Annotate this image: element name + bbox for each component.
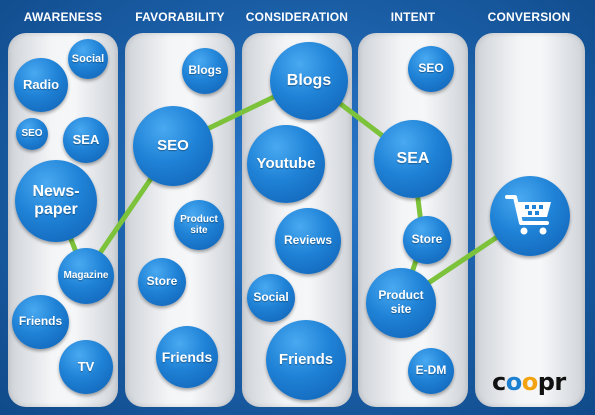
- bubble-store: Store: [403, 216, 451, 264]
- shopping-cart-icon: [505, 195, 551, 235]
- bubble-edm: E-DM: [408, 348, 454, 394]
- bubble-tv: TV: [59, 340, 113, 394]
- bubble-newspaper: News- paper: [15, 160, 97, 242]
- bubble-blogs: Blogs: [182, 48, 228, 94]
- bubble-sea: SEA: [374, 120, 452, 198]
- stage-header-consideration: CONSIDERATION: [245, 10, 349, 24]
- stage-header-intent: INTENT: [390, 10, 436, 24]
- bubble-youtube: Youtube: [247, 125, 325, 203]
- stage-header-favorability: FAVORABILITY: [135, 10, 225, 24]
- coopr-logo: coopr: [492, 368, 566, 396]
- bubble-magazine: Magazine: [58, 248, 114, 304]
- bubble-reviews: Reviews: [275, 208, 341, 274]
- bubble-social: Social: [247, 274, 295, 322]
- bubble-product-site: Product site: [174, 200, 224, 250]
- stage-header-conversion: CONVERSION: [487, 10, 571, 24]
- stage-header-awareness: AWARENESS: [23, 10, 103, 24]
- bubble-friends: Friends: [266, 320, 346, 400]
- bubble-store: Store: [138, 258, 186, 306]
- bubble-seo: SEO: [133, 106, 213, 186]
- bubble-social: Social: [68, 39, 108, 79]
- bubble-seo: SEO: [408, 46, 454, 92]
- bubble-cart: [490, 176, 570, 256]
- bubble-product-site: Product site: [366, 268, 436, 338]
- bubble-seo: SEO: [16, 118, 48, 150]
- bubble-friends: Friends: [156, 326, 218, 388]
- bubble-radio: Radio: [14, 58, 68, 112]
- bubble-friends: Friends: [12, 295, 69, 349]
- bubble-sea: SEA: [63, 117, 109, 163]
- bubble-blogs: Blogs: [270, 42, 348, 120]
